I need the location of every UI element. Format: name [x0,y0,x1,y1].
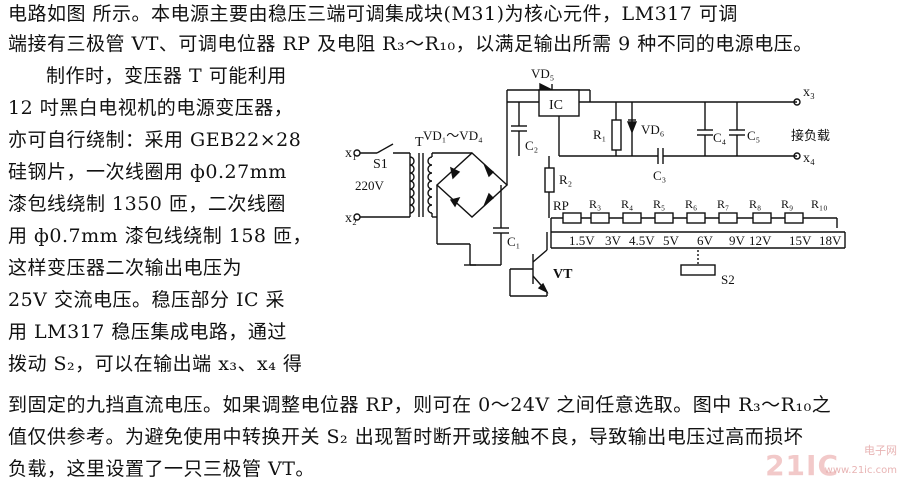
label-s2: S2 [721,272,735,287]
column-line: 漆包线绕制 1350 匝，二次线圈 [8,193,286,215]
label-220v: 220V [355,178,385,193]
label-x2: x₂ [345,211,357,226]
label-r6: R₆ [685,197,697,211]
label-r2: R₂ [559,172,572,187]
paragraph-line-2: 端接有三极管 VT、可调电位器 RP 及电阻 R₃～R₁₀，以满足输出所需 9 … [8,33,813,55]
ic-lm317 [538,89,580,117]
switch-s1 [376,143,394,154]
column-line: 12 吋黑白电视机的电源变压器， [8,97,294,119]
tap-18v: 18V [819,233,842,248]
label-r5: R₅ [653,197,665,211]
label-bridge: VD₁～VD₄ [423,128,483,143]
label-r4: R₄ [621,197,633,211]
label-r9: R₉ [781,197,793,211]
switch-s2 [680,264,716,276]
transformer-t [409,153,433,217]
tap-4-5v: 4.5V [629,233,655,248]
label-c4: C₄ [713,130,727,145]
label-t: T [415,135,424,150]
column-line: 用 ф0.7mm 漆包线绕制 158 匝， [8,225,313,247]
column-line: 25V 交流电压。稳压部分 IC 采 [8,289,286,311]
tap-9v: 9V [729,233,746,248]
resistor-chain [562,212,804,224]
label-c5: C₅ [747,128,760,143]
tap-6v: 6V [697,233,714,248]
label-x3: x₃ [803,85,815,100]
label-x4: x₄ [803,151,815,166]
column-line: 硅钢片，一次线圈用 ф0.27mm [8,161,287,183]
bridge-rectifier [435,152,509,218]
label-s1: S1 [373,157,388,172]
terminal-x4 [793,152,801,160]
label-c3: C₃ [653,168,666,183]
label-rp: RP [553,198,569,213]
label-c1: C₁ [507,234,520,249]
label-vt: VT [553,267,573,282]
watermark-site: 电子网 [864,444,897,457]
label-ic: IC [549,98,563,113]
column-line: 这样变压器二次输出电压为 [8,257,243,279]
resistor-r1 [611,119,622,151]
bottom-line: 值仅供参考。为避免使用中转换开关 S₂ 出现暂时断开或接触不良，导致输出电压过高… [8,426,804,448]
paragraph-line-1: 电路如图 所示。本电源主要由稳压三端可调集成块(M31)为核心元件，LM317 … [8,3,738,25]
label-c2: C₂ [525,138,538,153]
tap-3v: 3V [605,233,622,248]
label-vd5: VD₅ [531,66,554,81]
watermark-url: www.21ic.com [824,465,897,476]
bottom-line: 到固定的九挡直流电压。如果调整电位器 RP，则可在 0～24V 之间任意选取。图… [8,394,832,416]
label-r3: R₃ [589,197,601,211]
tap-1-5v: 1.5V [569,233,595,248]
label-x1: x₁ [345,146,357,161]
label-r1: R₁ [593,127,606,142]
label-load: 接负载 [791,128,830,143]
terminal-x3 [793,98,801,106]
column-line: 用 LM317 稳压集成电路，通过 [8,321,287,343]
tap-5v: 5V [663,233,680,248]
column-line: 制作时，变压器 T 可能利用 [46,65,287,87]
watermark-logo: 21IC [765,449,839,482]
label-r7: R₇ [717,197,729,211]
label-r10: R₁₀ [811,197,827,211]
watermark: 电子网 www.21ic.com 21IC [765,444,897,482]
label-vd6: VD₆ [641,122,664,137]
bottom-line: 负载，这里设置了一只三极管 VT。 [8,458,315,480]
label-r8: R₈ [749,197,761,211]
resistor-r2 [544,167,555,193]
column-line: 亦可自行绕制：采用 GEB22×28 [8,129,302,151]
transistor-vt [532,249,549,294]
tap-12v: 12V [749,233,772,248]
circuit-diagram: x₁ x₂ S1 T 220V VD₁～VD₄ VD₅ IC C₂ R₁ VD₆… [345,66,846,297]
tap-15v: 15V [789,233,812,248]
column-line: 拨动 S₂，可以在输出端 x₃、x₄ 得 [8,353,303,375]
